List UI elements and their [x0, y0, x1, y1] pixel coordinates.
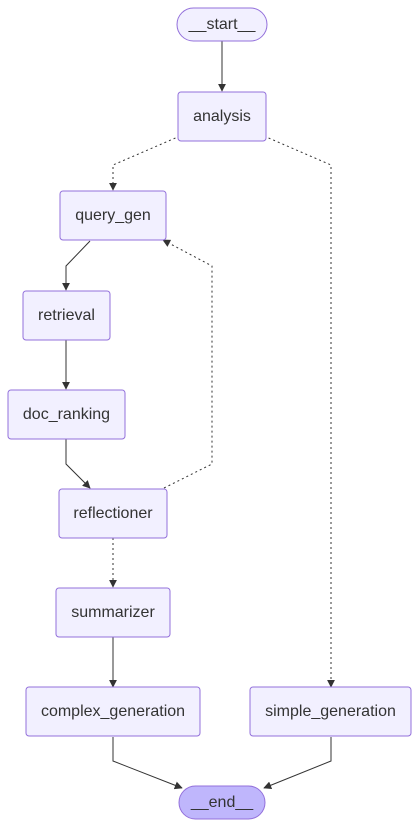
node-query-gen-label: query_gen	[75, 207, 151, 224]
node-end-label: __end__	[190, 794, 254, 811]
node-start[interactable]: __start__	[176, 7, 268, 42]
node-complex-generation-label: complex_generation	[41, 703, 185, 720]
edge-analysis-to-query-gen	[109, 135, 181, 191]
edge-doc-ranking-to-reflectioner	[65, 439, 91, 489]
node-reflectioner-label: reflectioner	[73, 505, 153, 522]
node-summarizer[interactable]: summarizer	[55, 587, 171, 638]
node-start-label: __start__	[188, 16, 257, 33]
node-analysis[interactable]: analysis	[177, 91, 267, 142]
edge-simple-generation-to-end	[263, 737, 332, 790]
node-end[interactable]: __end__	[178, 785, 266, 820]
node-simple-generation[interactable]: simple_generation	[249, 686, 412, 737]
edge-analysis-to-simple-generation	[263, 135, 335, 688]
node-complex-generation[interactable]: complex_generation	[25, 686, 201, 737]
edge-complex-generation-to-end	[112, 737, 183, 790]
node-doc-ranking-label: doc_ranking	[23, 406, 110, 423]
edge-reflectioner-to-query-gen	[162, 239, 213, 489]
node-retrieval-label: retrieval	[38, 307, 95, 324]
nodes: __start__ analysis query_gen retrieval d…	[7, 7, 412, 820]
edge-query-gen-to-retrieval	[62, 240, 91, 291]
edges	[62, 41, 335, 790]
node-retrieval[interactable]: retrieval	[22, 290, 111, 341]
node-summarizer-label: summarizer	[71, 604, 155, 621]
node-doc-ranking[interactable]: doc_ranking	[7, 389, 126, 440]
node-query-gen[interactable]: query_gen	[59, 190, 167, 241]
node-analysis-label: analysis	[193, 108, 251, 125]
node-reflectioner[interactable]: reflectioner	[58, 488, 168, 539]
node-simple-generation-label: simple_generation	[265, 703, 396, 720]
